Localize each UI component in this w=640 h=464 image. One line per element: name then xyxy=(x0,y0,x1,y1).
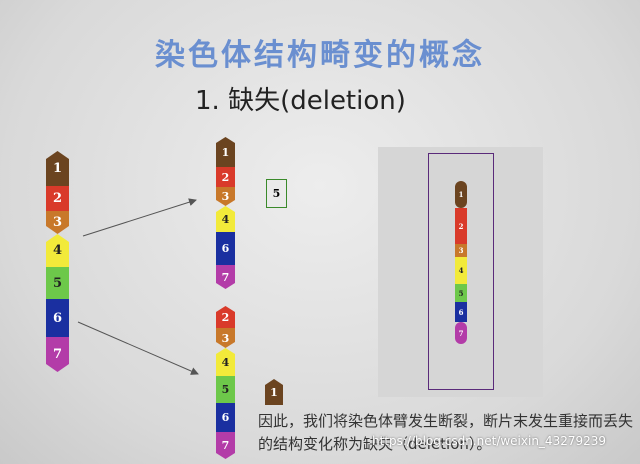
segment-label-5: 5 xyxy=(52,275,63,291)
segment-5: 5 xyxy=(216,376,235,403)
segment-label-4: 4 xyxy=(221,355,230,369)
segment-label-7: 7 xyxy=(221,270,230,284)
arrow-to-terminal-deletion xyxy=(82,198,197,237)
segment-label-7: 7 xyxy=(221,439,230,452)
segment-2: 2 xyxy=(216,167,235,187)
segment-7: 7 xyxy=(216,265,235,289)
segment-6: 6 xyxy=(455,302,467,322)
segment-label-2: 2 xyxy=(221,310,230,324)
segment-label-4: 4 xyxy=(52,243,63,258)
segment-7: 7 xyxy=(455,322,467,344)
segment-6: 6 xyxy=(216,232,235,265)
slide-subtitle: 1. 缺失(deletion) xyxy=(195,86,406,116)
segment-2: 2 xyxy=(455,208,467,244)
segment-label-3: 3 xyxy=(221,331,230,345)
slide-title: 染色体结构畸变的概念 xyxy=(155,38,485,73)
segment-label-3: 3 xyxy=(221,190,230,203)
segment-label-5: 5 xyxy=(221,383,230,396)
segment-3: 3 xyxy=(216,328,235,348)
segment-label-4: 4 xyxy=(221,212,230,226)
segment-label-3: 3 xyxy=(52,215,63,230)
segment-label-7: 7 xyxy=(52,347,63,362)
segment-1: 1 xyxy=(455,181,467,208)
segment-3: 3 xyxy=(46,211,69,234)
segment-label-1: 1 xyxy=(458,190,464,199)
segment-label-2: 2 xyxy=(221,170,230,184)
segment-label-2: 2 xyxy=(52,191,63,206)
lost-fragment-5: 5 xyxy=(266,179,287,208)
watermark-text: https://blog.csdn.net/weixin_43279239 xyxy=(372,434,607,448)
segment-label-6: 6 xyxy=(221,411,230,424)
segment-5: 5 xyxy=(455,284,467,302)
lost-fragment-1: 1 xyxy=(265,379,283,405)
segment-4: 4 xyxy=(216,348,235,376)
segment-label-5: 5 xyxy=(458,288,464,298)
segment-label-2: 2 xyxy=(458,221,464,231)
segment-7: 7 xyxy=(216,432,235,459)
segment-label-6: 6 xyxy=(458,307,464,317)
segment-5: 5 xyxy=(46,267,69,299)
segment-4: 4 xyxy=(455,257,467,284)
segment-1: 1 xyxy=(46,151,69,186)
segment-label-4: 4 xyxy=(458,266,464,275)
segment-label-6: 6 xyxy=(221,242,230,255)
segment-3: 3 xyxy=(455,244,467,257)
segment-3: 3 xyxy=(216,187,235,206)
segment-2: 2 xyxy=(216,306,235,328)
segment-6: 6 xyxy=(46,299,69,337)
segment-4: 4 xyxy=(216,206,235,232)
segment-label-1: 1 xyxy=(52,161,63,176)
segment-label-7: 7 xyxy=(458,328,464,338)
segment-2: 2 xyxy=(46,186,69,211)
segment-label-1: 1 xyxy=(221,145,230,159)
segment-7: 7 xyxy=(46,337,69,372)
segment-label-6: 6 xyxy=(52,310,63,326)
segment-4: 4 xyxy=(46,234,69,267)
micrograph-frame xyxy=(428,153,494,390)
segment-6: 6 xyxy=(216,403,235,432)
arrow-to-interstitial-deletion xyxy=(77,321,199,375)
segment-1: 1 xyxy=(216,137,235,167)
slide-caption: 因此，我们将染色体臂发生断裂，断片末发生重接而丢失的结构变化称为缺失（delet… xyxy=(258,412,634,453)
segment-label-3: 3 xyxy=(458,246,464,255)
